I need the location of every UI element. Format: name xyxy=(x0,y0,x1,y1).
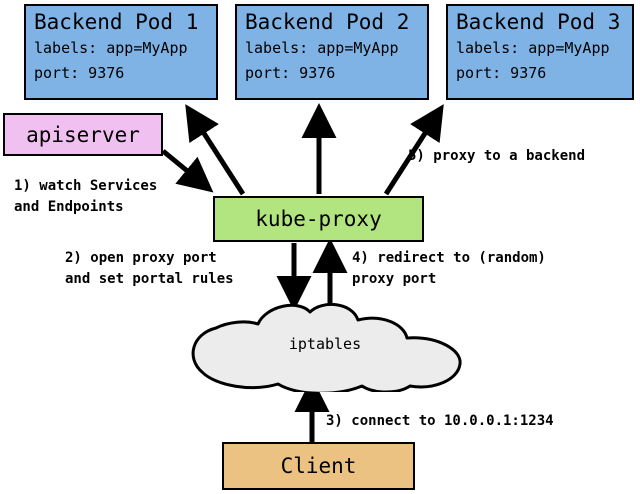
backend-pod-1-labels: labels: app=MyApp xyxy=(34,39,188,57)
backend-pod-2-title: Backend Pod 2 xyxy=(245,10,410,34)
iptables-label: iptables xyxy=(288,335,362,353)
cloud-shape xyxy=(191,302,462,392)
backend-pod-1[interactable]: Backend Pod 1 labels: app=MyApp port: 93… xyxy=(24,4,218,100)
backend-pod-3-title: Backend Pod 3 xyxy=(456,10,621,34)
backend-pod-3-port: port: 9376 xyxy=(456,64,547,82)
backend-pod-1-port: port: 9376 xyxy=(34,64,125,82)
step-5-caption: 5) proxy to a backend xyxy=(408,148,586,164)
backend-pod-3[interactable]: Backend Pod 3 labels: app=MyApp port: 93… xyxy=(446,4,634,100)
apiserver-node[interactable]: apiserver xyxy=(3,113,163,156)
apiserver-label: apiserver xyxy=(26,122,140,147)
backend-pod-1-title: Backend Pod 1 xyxy=(34,10,199,34)
iptables-cloud xyxy=(191,302,462,392)
step-3-caption: 3) connect to 10.0.0.1:1234 xyxy=(326,413,554,429)
backend-pod-2-labels: labels: app=MyApp xyxy=(245,39,399,57)
step-4-caption: 4) redirect to (random) proxy port xyxy=(352,250,546,287)
step-1-caption: 1) watch Services and Endpoints xyxy=(14,178,158,215)
backend-pod-2[interactable]: Backend Pod 2 labels: app=MyApp port: 93… xyxy=(235,4,429,100)
arrow-apiserver-to-kubeproxy xyxy=(161,149,214,193)
arrow-kubeproxy-to-pod1 xyxy=(185,104,246,196)
client-label: Client xyxy=(280,454,357,478)
backend-pod-2-port: port: 9376 xyxy=(245,64,336,82)
kube-proxy-node[interactable]: kube-proxy xyxy=(213,196,424,242)
backend-pod-3-labels: labels: app=MyApp xyxy=(456,39,610,57)
kube-proxy-label: kube-proxy xyxy=(255,207,382,231)
client-node[interactable]: Client xyxy=(222,442,415,490)
step-2-caption: 2) open proxy port and set portal rules xyxy=(65,250,234,287)
